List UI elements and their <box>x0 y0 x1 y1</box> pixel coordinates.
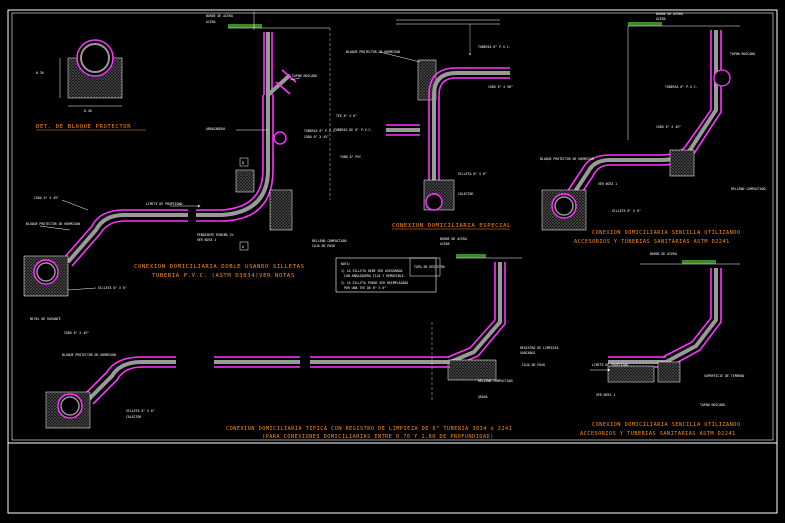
annotation-text: CODO 6" X 45° <box>34 196 59 200</box>
annotation-text: TEE 8" X 6" <box>336 114 357 118</box>
annotation-text: LIMITE DE PROPIEDAD <box>592 363 629 367</box>
annotation-text: TAPON ROSCADO <box>292 74 317 78</box>
annotation-text: (PARA CONEXIONES DOMICILIARIAS ENTRE 0.7… <box>262 434 494 440</box>
annotation-text: POR UNA TEE DE 8" X 6" <box>344 286 386 290</box>
annotation-text: RELLENO COMPACTADO <box>478 379 513 383</box>
annotation-text: TUBERIA 6" P.V.C. <box>304 129 337 133</box>
annotation-text: CONEXION DOMICILIARIA ESPECIAL <box>392 223 511 229</box>
annotation-text: ABRAZADERA <box>206 127 225 131</box>
annotation-text: BLOQUE PROTECTOR DE HORMIGON <box>62 353 116 357</box>
annotation-text: CONEXION DOMICILIARIA DOBLE USANDO SILLE… <box>134 264 305 270</box>
annotation-text: 2) LA SILLETA PUEDE SER REEMPLAZADA <box>341 281 408 285</box>
annotation-text: ACERA <box>656 17 666 21</box>
annotation-text: CODO 6" X 90° <box>488 85 513 89</box>
annotation-text: 1) LA SILLETA DEBE SER ASEGURADA <box>341 269 402 273</box>
outer-frame <box>7 9 778 514</box>
bloque-protector-detail: 0.40 0.30 DET. DE BLOQUE PROTECTOR <box>36 39 146 131</box>
annotation-text: BORDE DE ACERA <box>650 252 677 256</box>
annotation-text: BORDE DE ACERA <box>656 12 683 16</box>
annotation-text: ACERA <box>440 242 450 246</box>
annotation-text: LIMITE DE PROPIEDAD <box>146 202 183 206</box>
annotation-text: NIVEL DE RASANTE <box>30 317 61 321</box>
annotation-text: CONEXION DOMICILIARIA TIPICA CON REGISTR… <box>226 425 512 432</box>
annotation-text: NOTA: <box>341 262 351 266</box>
conexion-tipica-detail: BORDE DE ACERA ACERA TAPA DE REGISTRO RE… <box>30 237 558 440</box>
annotation-text: TAPON ROSCADO <box>730 52 755 56</box>
annotation-text: CODO 6" X 45° <box>64 331 89 335</box>
annotation-text: SILLETA 8" X 6" <box>458 172 487 176</box>
annotation-text: RELLENO COMPACTADO <box>731 187 766 191</box>
inner-frame-top <box>11 12 774 441</box>
annotation-text: TUBERIA P.V.C. (ASTM D3034)VER NOTAS <box>152 273 295 279</box>
annotation-text: GRAVA <box>478 395 488 399</box>
bloque-dim-height: 0.30 <box>36 71 44 75</box>
annotation-text: VER NOTA 1 <box>596 393 615 397</box>
annotation-text: VER NOTA 1 <box>598 182 617 186</box>
bloque-pipe-inner <box>80 43 110 73</box>
annotation-text: VARIABLE <box>520 351 535 355</box>
annotation-text: PENDIENTE MINIMA 2% <box>197 233 234 237</box>
conexion-doble-detail: LIMITE DE PROPIEDAD CODO 6" X 45° BLOQUE… <box>23 12 347 297</box>
annotation-text: BLOQUE PROTECTOR DE HORMIGON <box>346 50 400 54</box>
annotation-text: ACCESORIOS Y TUBERIAS SANITARIAS ASTM D2… <box>574 239 730 245</box>
annotation-text: BLOQUE PROTECTOR DE HORMIGON <box>540 157 594 161</box>
annotation-text: COLECTOR <box>126 415 141 419</box>
doble-block-1 <box>235 169 255 193</box>
annotation-text: BORDE DE ACERA <box>206 14 233 18</box>
annotation-text: RELLENO COMPACTADO <box>312 239 347 243</box>
annotation-text: ACERA <box>206 20 216 24</box>
conexion-sencilla-top: BORDE DE ACERA ACERA TAPON ROSCADO TUBER… <box>540 12 766 245</box>
conexion-sencilla-bottom: LIMITE DE PROPIEDAD BORDE DE ACERA SUPER… <box>580 252 744 437</box>
annotation-text: BORDE DE ACERA <box>440 237 467 241</box>
annotation-text: TUBERIA 6" P.V.C. <box>665 85 698 89</box>
doble-grass <box>228 24 262 28</box>
annotation-text: CODO 6" X 45° <box>304 135 329 139</box>
annotation-text: TUBERIA 6" P.V.C. <box>478 45 511 49</box>
conexion-especial-detail: BLOQUE PROTECTOR DE HORMIGON TUBERIA 6" … <box>334 19 513 230</box>
annotation-text: CONEXION DOMICILIARIA SENCILLA UTILIZAND… <box>592 230 741 236</box>
annotation-text: SILLETA 8" X 6" <box>98 286 127 290</box>
annotation-text: CONEXION DOMICILIARIA SENCILLA UTILIZAND… <box>592 422 741 428</box>
annotation-text: TUBO 6" PVC <box>340 155 361 159</box>
annotation-text: CON ABRAZADERA FIJA Y REMOVIBLE. <box>344 274 405 278</box>
annotation-text: BLOQUE PROTECTOR DE HORMIGON <box>26 222 80 226</box>
annotation-text: A <box>242 245 244 249</box>
annotation-text: TUBERIA DE 8" P.V.C. <box>334 128 372 132</box>
annotation-text: CAJA DE PASO <box>312 244 335 248</box>
annotation-text: TAPA DE REGISTRO <box>414 265 445 269</box>
notes-box: NOTA: 1) LA SILLETA DEBE SER ASEGURADA C… <box>335 257 437 293</box>
annotation-text: VER NOTA 1 <box>197 238 216 242</box>
annotation-text: REGISTRO DE LIMPIEZA <box>520 346 558 350</box>
annotation-text: B <box>242 161 244 165</box>
annotation-text: COLECTOR <box>458 192 473 196</box>
annotation-text: SILLETA 8" X 6" <box>126 409 155 413</box>
bloque-dim-width: 0.40 <box>84 109 92 113</box>
doble-block-2 <box>269 189 293 231</box>
bloque-pipe-outer <box>76 39 114 77</box>
annotation-text: TAPON ROSCADO <box>700 403 725 407</box>
title-bloque: DET. DE BLOQUE PROTECTOR <box>36 124 131 130</box>
annotation-text: ACCESORIOS Y TUBERIAS SANITARIAS ASTM D2… <box>580 431 736 437</box>
annotation-text: SILLETA 8" X 6" <box>612 209 641 213</box>
annotation-text: CAJA DE PASO <box>522 363 545 367</box>
annotation-text: CODO 6" X 45° <box>656 125 681 129</box>
annotation-text: SUPERFICIE DE TERRENO <box>704 374 744 378</box>
